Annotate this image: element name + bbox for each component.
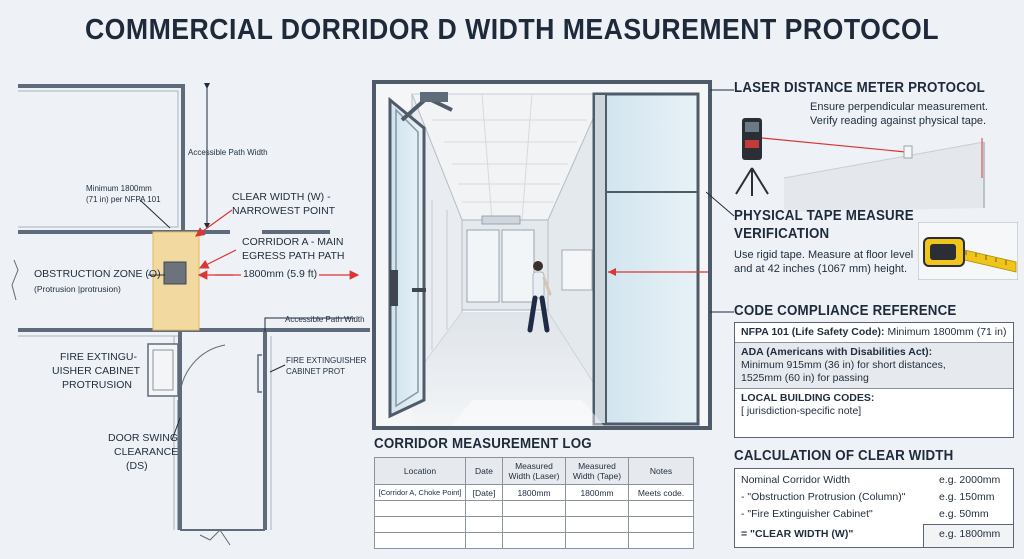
- log-cell[interactable]: [374, 516, 466, 533]
- tape-line2: and at 42 inches (1067 mm) height.: [734, 263, 908, 275]
- fire-ext-right-label-2: CABINET PROT: [286, 367, 345, 376]
- table-row: [374, 500, 694, 517]
- tape-line1: Use rigid tape. Measure at floor level: [734, 249, 914, 261]
- obstruction-column: [163, 261, 187, 285]
- log-cell[interactable]: [465, 500, 503, 517]
- door-swing-arc: [179, 344, 226, 401]
- calc-value: e.g. 1800mm: [939, 528, 1001, 540]
- log-header-date: Date: [465, 457, 503, 485]
- code-compliance-box: NFPA 101 (Life Safety Code): Minimum 180…: [734, 322, 1014, 438]
- log-cell[interactable]: [502, 516, 566, 533]
- page-title: COMMERCIAL DORRIDOR D WIDTH MEASUREMENT …: [84, 14, 940, 46]
- connector-lines: [706, 89, 735, 313]
- calc-value: e.g. 150mm: [939, 491, 995, 503]
- obstruction-zone-label-1: OBSTRUCTION ZONE (O): [34, 268, 161, 280]
- log-cell[interactable]: [Date]: [465, 484, 503, 501]
- laser-line1: Ensure perpendicular measurement.: [810, 101, 988, 113]
- fire-ext-label-1: FIRE EXTINGU-: [60, 351, 138, 363]
- calc-row: - "Fire Extinguisher Cabinet" e.g. 50mm: [741, 507, 1007, 522]
- fire-ext-label-3: PROTRUSION: [62, 379, 133, 391]
- tape-measure-illustration: [918, 222, 1018, 280]
- log-cell[interactable]: 1800mm: [565, 484, 629, 501]
- calculation-box: Nominal Corridor Width e.g. 2000mm - "Ob…: [734, 468, 1014, 548]
- minimum-note-line1: Minimum 1800mm: [86, 184, 152, 193]
- door-swing-label-2: CLEARANCE: [114, 446, 179, 458]
- accessible-path-label-top: Accessible Path Width: [188, 148, 268, 157]
- log-header-notes: Notes: [628, 457, 694, 485]
- table-row: [Corridor A, Choke Point] [Date] 1800mm …: [374, 484, 694, 501]
- calc-label: = "CLEAR WIDTH (W)": [741, 528, 854, 540]
- log-header-tape: Measured Width (Tape): [565, 457, 629, 485]
- log-cell[interactable]: [374, 500, 466, 517]
- calc-value: e.g. 50mm: [939, 508, 989, 520]
- log-header-laser: Measured Width (Laser): [502, 457, 566, 485]
- obstruction-zone-label-2: (Protrusion |protrusion): [34, 284, 121, 294]
- corridor-a-label-1: CORRIDOR A - MAIN: [242, 236, 344, 248]
- floor-plan-diagram: [11, 83, 370, 546]
- log-cell[interactable]: 1800mm: [502, 484, 566, 501]
- calc-label: - "Obstruction Protrusion (Column)": [741, 491, 906, 503]
- table-row: [374, 516, 694, 533]
- ada-line1: Minimum 915mm (36 in) for short distance…: [741, 359, 946, 371]
- log-cell[interactable]: [628, 500, 694, 517]
- log-cell[interactable]: [565, 532, 629, 549]
- log-cell[interactable]: [502, 532, 566, 549]
- log-cell[interactable]: [628, 532, 694, 549]
- nfpa-value: Minimum 1800mm (71 in): [884, 326, 1007, 338]
- ada-line2: 1525mm (60 in) for passing: [741, 372, 869, 384]
- nfpa-label: NFPA 101 (Life Safety Code):: [741, 326, 885, 338]
- corridor-a-label-2: EGRESS PATH PATH: [242, 250, 345, 262]
- tape-heading-1: PHYSICAL TAPE MEASURE: [734, 208, 914, 224]
- fire-ext-label-2: UISHER CABINET: [52, 365, 141, 377]
- ada-label: ADA (Americans with Disabilities Act):: [741, 346, 933, 358]
- calc-result-cell: [923, 524, 1013, 547]
- clear-width-label-2: NARROWEST POINT: [232, 205, 336, 217]
- log-cell[interactable]: [465, 532, 503, 549]
- calc-label: - "Fire Extinguisher Cabinet": [741, 508, 873, 520]
- calc-row-result: = "CLEAR WIDTH (W)" e.g. 1800mm: [741, 527, 1007, 542]
- log-cell[interactable]: [502, 500, 566, 517]
- code-heading: CODE COMPLIANCE REFERENCE: [734, 303, 957, 319]
- log-header-location: Location: [374, 457, 466, 485]
- tape-heading-2: VERIFICATION: [734, 226, 830, 242]
- accessible-path-label-bottom: Accessible Path Width: [285, 315, 365, 324]
- calc-heading: CALCULATION OF CLEAR WIDTH: [734, 448, 954, 464]
- log-cell[interactable]: Meets code.: [628, 484, 694, 501]
- log-cell[interactable]: [628, 516, 694, 533]
- fire-ext-right-label-1: FIRE EXTINGUISHER: [286, 356, 367, 365]
- door-swing-label-3: (DS): [126, 460, 148, 472]
- local-label: LOCAL BUILDING CODES:: [741, 392, 875, 404]
- log-heading: CORRIDOR MEASUREMENT LOG: [374, 436, 592, 452]
- laser-line2: Verify reading against physical tape.: [810, 115, 987, 127]
- laser-heading: LASER DISTANCE METER PROTOCOL: [734, 80, 985, 96]
- log-cell[interactable]: [465, 516, 503, 533]
- calc-label: Nominal Corridor Width: [741, 474, 851, 486]
- width-dimension-label: 1800mm (5.9 ft): [241, 268, 320, 281]
- local-line: [ jurisdiction-specific note]: [741, 405, 862, 417]
- log-cell[interactable]: [565, 500, 629, 517]
- calc-row: Nominal Corridor Width e.g. 2000mm: [741, 473, 1007, 488]
- calc-row: - "Obstruction Protrusion (Column)" e.g.…: [741, 490, 1007, 505]
- person-walking: [527, 261, 552, 333]
- clear-width-label-1: CLEAR WIDTH (W) -: [232, 191, 331, 203]
- door-swing-label-1: DOOR SWING: [108, 432, 178, 444]
- log-cell[interactable]: [565, 516, 629, 533]
- log-cell[interactable]: [374, 532, 466, 549]
- laser-meter-illustration: [735, 118, 985, 212]
- calc-value: e.g. 2000mm: [939, 474, 1001, 486]
- measurement-log-table: Location Date Measured Width (Laser) Mea…: [374, 457, 694, 549]
- corridor-illustration: [372, 80, 712, 430]
- table-row: [374, 532, 694, 549]
- wall-upper: [18, 84, 185, 234]
- log-cell[interactable]: [Corridor A, Choke Point]: [374, 484, 466, 501]
- minimum-note-line2: (71 in) per NFPA 101: [86, 195, 161, 204]
